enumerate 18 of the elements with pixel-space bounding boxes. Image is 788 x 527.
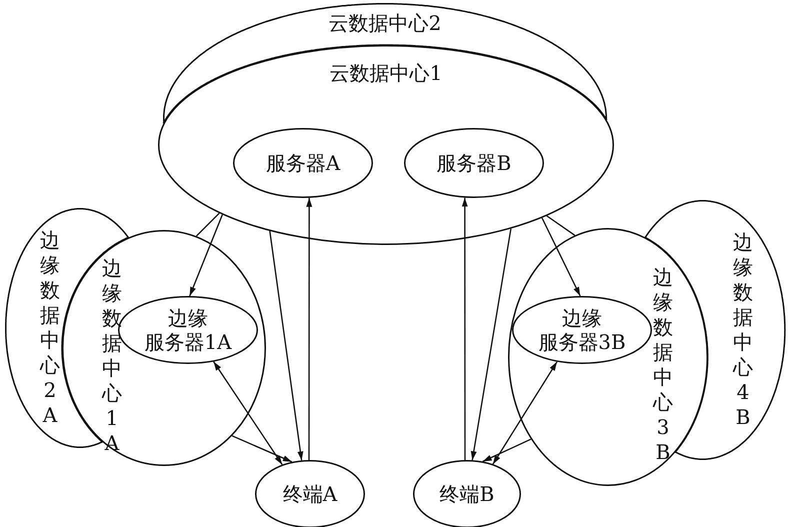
arrow bbox=[232, 435, 292, 462]
server-ellipse: 服务器B bbox=[404, 128, 544, 198]
arrow bbox=[541, 218, 581, 296]
connector-line bbox=[196, 212, 220, 237]
arrow bbox=[462, 198, 468, 460]
arrow bbox=[269, 230, 304, 460]
arrow bbox=[470, 228, 512, 460]
server-ellipse: 服务器A bbox=[233, 128, 373, 198]
arrow bbox=[306, 198, 312, 460]
connector-line bbox=[546, 215, 576, 236]
arrow bbox=[189, 214, 223, 296]
arrow bbox=[492, 361, 558, 465]
arrow bbox=[213, 361, 283, 465]
edge-data-center-ellipse: 边缘数据中心1A 边缘服务器1A bbox=[62, 230, 266, 466]
edge-server-ellipse: 边缘服务器3B bbox=[512, 296, 652, 364]
edge-data-center-ellipse: 边缘数据中心3B 边缘服务器3B bbox=[508, 228, 708, 486]
arrow bbox=[482, 438, 532, 462]
data-center-ellipse: 云数据中心1 服务器A 服务器B bbox=[158, 45, 614, 245]
